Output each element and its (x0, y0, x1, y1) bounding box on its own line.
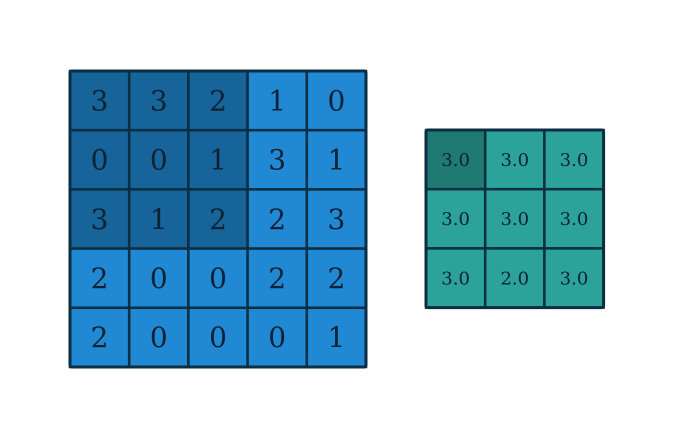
input-cell-value: 3 (91, 203, 109, 236)
input-cell-value: 1 (327, 144, 345, 177)
input-cell-value: 2 (268, 262, 286, 295)
input-cell-value: 0 (209, 262, 227, 295)
input-cell-value: 0 (209, 321, 227, 354)
input-cell-value: 3 (91, 84, 109, 117)
input-cell-value: 0 (327, 84, 345, 117)
input-cell (246, 188, 309, 250)
output-cell-value: 3.0 (441, 268, 470, 289)
output-cell (543, 187, 605, 250)
output-cell (483, 128, 546, 191)
input-cell-value: 0 (91, 144, 109, 177)
input-cell-value: 2 (209, 84, 227, 117)
output-cell-value: 3.0 (560, 268, 589, 289)
output-cell-value: 3.0 (500, 150, 529, 171)
input-cell (305, 128, 368, 191)
input-cell (127, 188, 190, 250)
input-cell-value: 1 (268, 84, 286, 117)
output-cell-value: 2.0 (500, 268, 529, 289)
output-cell-value: 3.0 (560, 150, 589, 171)
input-cell-value: 3 (150, 84, 168, 117)
output-matrix: 3.0 3.0 3.0 3.0 3.0 3.0 3.0 2.0 3.0 (424, 128, 606, 310)
input-cell-value: 3 (268, 144, 286, 177)
input-cell-value: 3 (327, 203, 345, 236)
input-cell-value: 2 (327, 262, 345, 295)
output-matrix-border (424, 128, 606, 310)
input-cell-value: 1 (327, 321, 345, 354)
input-cell (246, 247, 309, 310)
input-cell-value: 2 (91, 262, 109, 295)
input-cell-value: 1 (150, 203, 168, 236)
output-cell-value: 3.0 (441, 209, 470, 230)
input-cell-value: 0 (150, 262, 168, 295)
input-cell (305, 247, 368, 310)
output-cell-value: 3.0 (500, 209, 529, 230)
input-cell-value: 2 (209, 203, 227, 236)
input-cell-value: 0 (150, 144, 168, 177)
input-matrix: 3 3 2 1 0 0 0 1 3 1 3 1 2 2 3 2 0 0 2 2 2 0 0 0 1 (68, 69, 368, 369)
input-cell-value: 0 (268, 321, 286, 354)
input-cell-value: 2 (91, 321, 109, 354)
input-cell (187, 306, 249, 369)
output-cell (483, 187, 546, 250)
input-matrix-border (68, 69, 368, 369)
input-cell (127, 247, 190, 310)
input-cell-value: 1 (209, 144, 227, 177)
input-cell-value: 0 (150, 321, 168, 354)
input-cell-value: 2 (268, 203, 286, 236)
output-cell-value: 3.0 (441, 150, 470, 171)
input-cell (127, 306, 190, 369)
output-cell-value: 3.0 (560, 209, 589, 230)
input-cell (187, 128, 249, 191)
